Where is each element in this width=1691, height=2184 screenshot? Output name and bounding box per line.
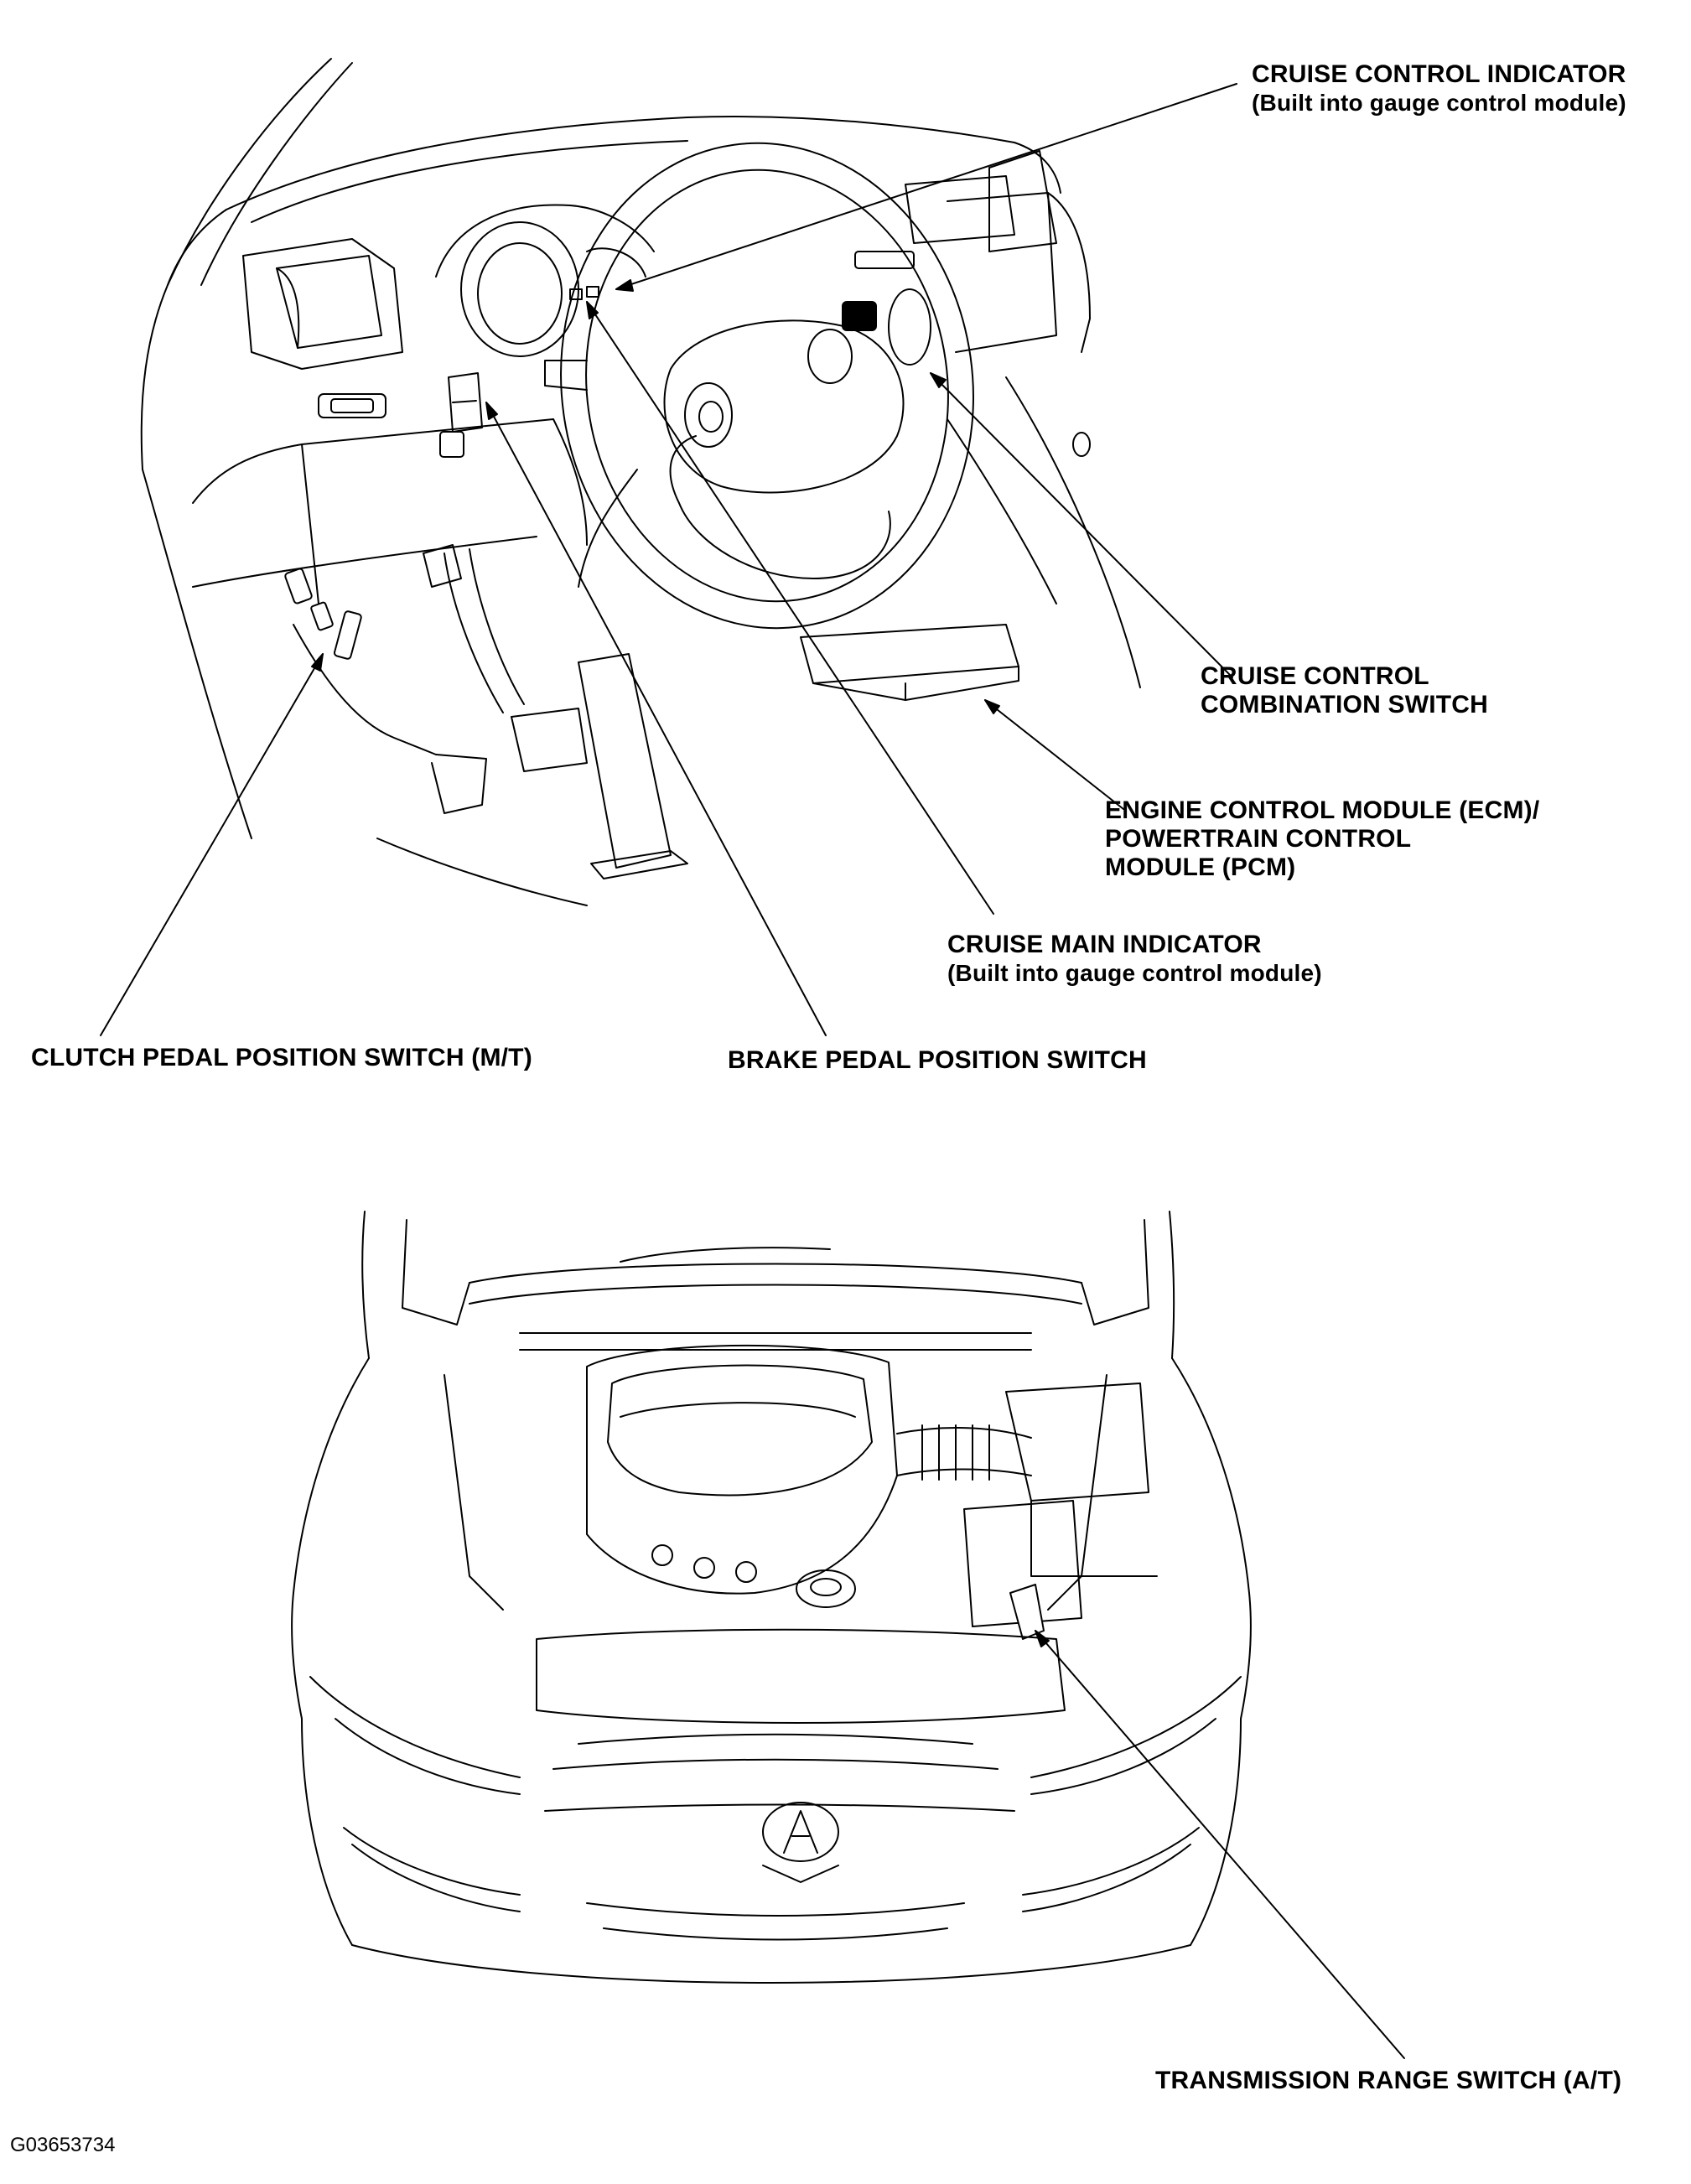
label-brake-pedal-position-switch: BRAKE PEDAL POSITION SWITCH (728, 1046, 1147, 1074)
label-clutch-pedal-position-switch: CLUTCH PEDAL POSITION SWITCH (M/T) (31, 1044, 532, 1071)
label-cruise-control-combination-switch: CRUISE CONTROL COMBINATION SWITCH (1201, 662, 1488, 719)
label-cruise-main-indicator: CRUISE MAIN INDICATOR (Built into gauge … (947, 931, 1322, 988)
label-ecm-pcm-line3: MODULE (PCM) (1105, 853, 1296, 881)
label-ecm-pcm: ENGINE CONTROL MODULE (ECM)/ POWERTRAIN … (1105, 796, 1539, 882)
engine-bay-illustration (292, 1211, 1251, 1983)
label-combination-switch-line1: CRUISE CONTROL (1201, 662, 1429, 690)
label-combination-switch-line2: COMBINATION SWITCH (1201, 691, 1489, 718)
leader-lines-bottom (1035, 1631, 1404, 2058)
label-ecm-pcm-line2: POWERTRAIN CONTROL (1105, 825, 1412, 853)
leader-lines-top (101, 84, 1237, 1035)
figure-id: G03653734 (10, 2134, 116, 2156)
label-ecm-pcm-line1: ENGINE CONTROL MODULE (ECM)/ (1105, 796, 1540, 824)
label-cruise-main-indicator-line2: (Built into gauge control module) (947, 960, 1322, 986)
dashboard-interior-illustration (142, 59, 1140, 905)
label-cruise-control-indicator: CRUISE CONTROL INDICATOR (Built into gau… (1252, 60, 1626, 117)
label-transmission-range-switch: TRANSMISSION RANGE SWITCH (A/T) (1155, 2067, 1622, 2094)
label-cruise-main-indicator-line1: CRUISE MAIN INDICATOR (947, 931, 1262, 958)
label-cruise-control-indicator-line2: (Built into gauge control module) (1252, 90, 1626, 116)
label-cruise-control-indicator-line1: CRUISE CONTROL INDICATOR (1252, 60, 1626, 88)
